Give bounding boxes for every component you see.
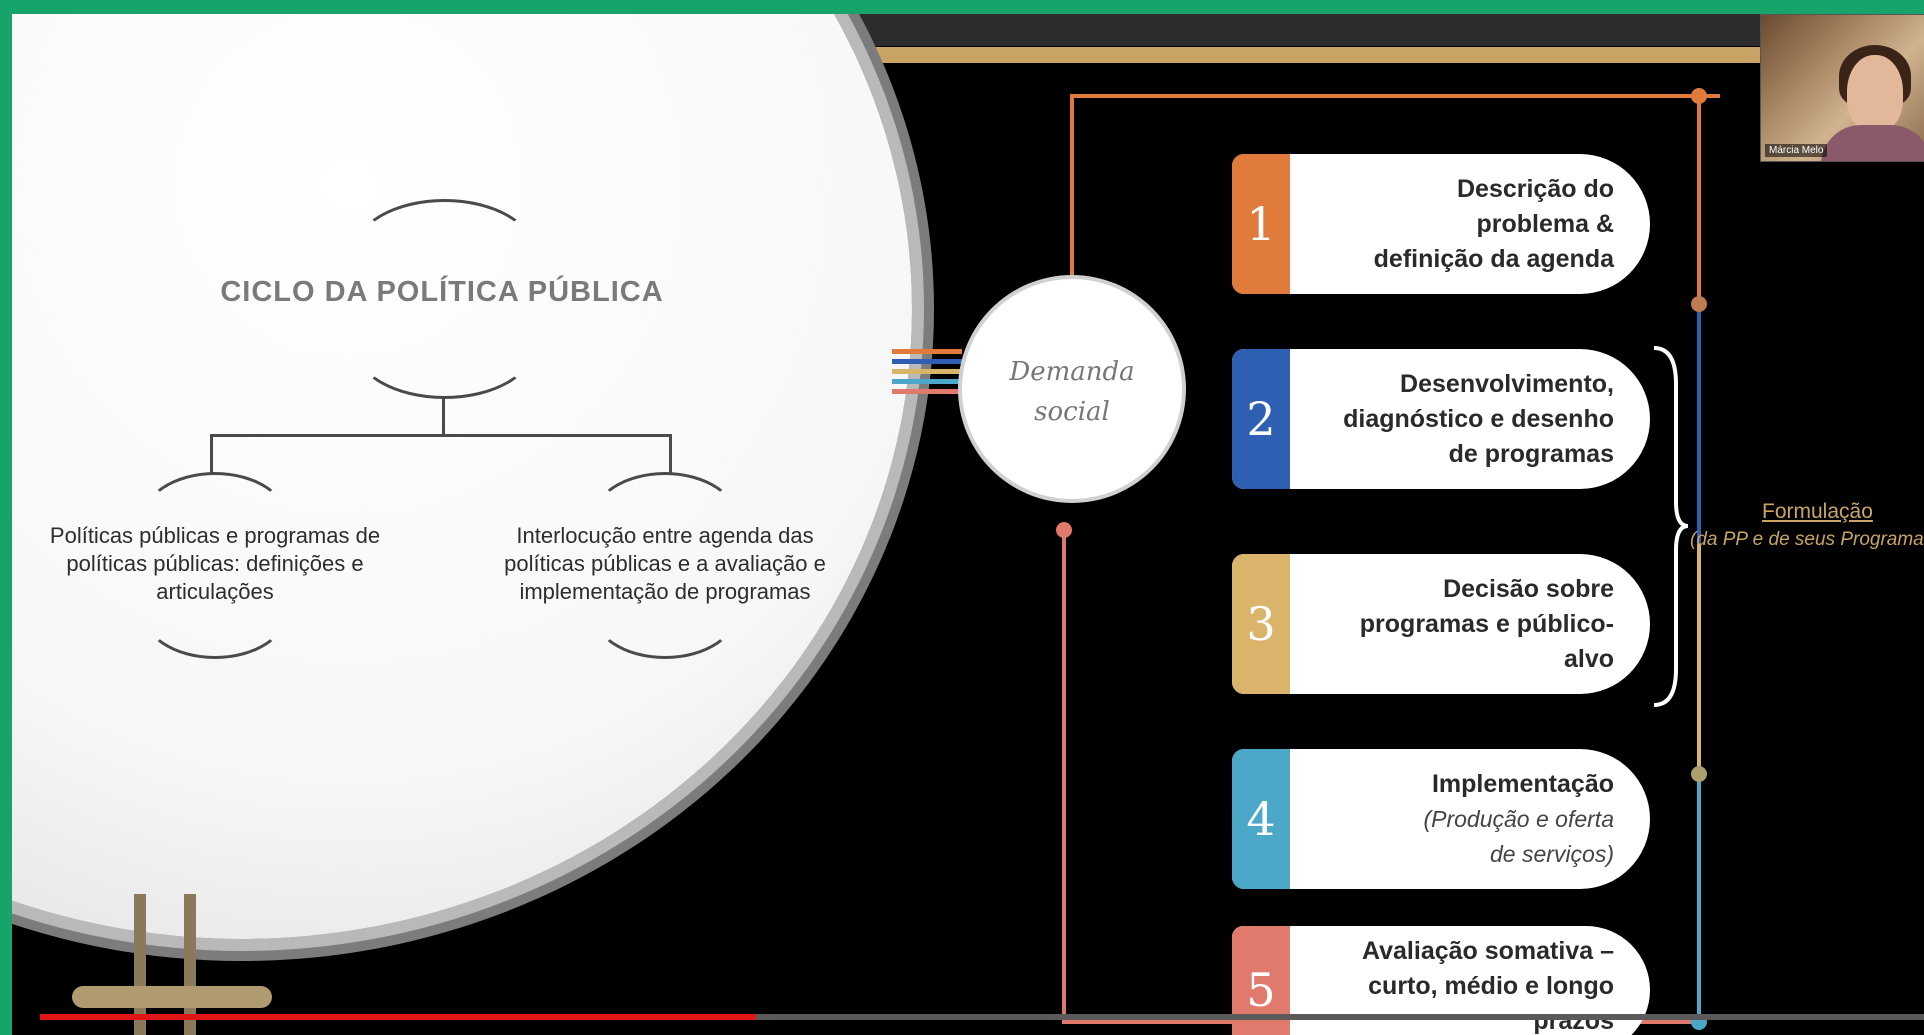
step-2-line-1: Desenvolvimento, <box>1400 369 1614 398</box>
step-5-line-3: prazos <box>1533 1007 1614 1035</box>
left-subtopic-arc-bottom <box>140 559 290 659</box>
tree-right-leg <box>669 434 672 474</box>
step-text-2: Desenvolvimento, diagnóstico e desenho d… <box>1304 349 1614 489</box>
step-number-3: 3 <box>1232 554 1290 694</box>
formulation-brace <box>1653 346 1689 707</box>
right-connector-teal <box>1697 774 1701 1024</box>
connector-dot-salmon <box>1056 522 1072 538</box>
step-text-1: Descrição do problema & definição da age… <box>1304 154 1614 294</box>
webcam-thumbnail[interactable]: Márcia Melo <box>1760 14 1924 162</box>
top-band <box>772 14 1772 46</box>
webcam-name-label: Márcia Melo <box>1765 144 1828 157</box>
step-number-4: 4 <box>1232 749 1290 889</box>
webcam-person-body <box>1821 125 1924 161</box>
tree-stem <box>442 396 445 436</box>
step-2-line-2: diagnóstico e desenho <box>1343 404 1614 433</box>
step-text-4: Implementação (Produção e oferta de serv… <box>1304 749 1614 889</box>
lamp-stand-decoration <box>72 894 272 1035</box>
tree-left-leg <box>210 434 213 474</box>
title-arc-bottom <box>352 289 537 399</box>
demand-line-1: Demanda <box>1009 357 1135 387</box>
step-3-line-2: programas e público- <box>1359 609 1614 638</box>
step-1-line-1: Descrição do <box>1456 174 1614 203</box>
step-card-4: 4 Implementação (Produção e oferta de se… <box>1232 749 1650 889</box>
right-connector-gold <box>1697 544 1701 774</box>
step-1-line-2: problema & <box>1476 209 1614 238</box>
step-5-line-2: curto, médio e longo <box>1368 972 1614 1000</box>
salmon-connector-vertical <box>1062 534 1066 1024</box>
step-card-2: 2 Desenvolvimento, diagnóstico e desenho… <box>1232 349 1650 489</box>
right-connector-blue <box>1697 304 1701 544</box>
step-1-line-3: definição da agenda <box>1373 244 1614 273</box>
gold-bar <box>772 47 1772 63</box>
step-number-1: 1 <box>1232 154 1290 294</box>
step-2-line-3: de programas <box>1448 439 1614 468</box>
step-text-3: Decisão sobre programas e público- alvo <box>1304 554 1614 694</box>
step-4-italic-line-1: (Produção e oferta <box>1423 805 1614 832</box>
step-number-2: 2 <box>1232 349 1290 489</box>
step-3-line-3: alvo <box>1563 644 1614 673</box>
orange-connector-vertical <box>1070 94 1074 284</box>
step-5-line-1: Avaliação somativa – <box>1362 937 1614 965</box>
step-4-italic-line-2: de serviços) <box>1490 840 1614 867</box>
demand-circle: Demanda social <box>962 279 1182 499</box>
step-3-line-1: Decisão sobre <box>1443 574 1614 603</box>
left-subtopic-arc-top <box>140 472 290 572</box>
demand-line-2: social <box>1034 397 1110 427</box>
right-subtopic-arc-bottom <box>590 559 740 659</box>
formulation-label: Formulação <box>1762 500 1873 523</box>
tree-bar <box>210 434 672 437</box>
step-4-line-1: Implementação <box>1431 769 1614 798</box>
connector-stripes <box>892 349 962 407</box>
video-stage: CICLO DA POLÍTICA PÚBLICA Políticas públ… <box>12 14 1924 1035</box>
right-subtopic-arc-top <box>590 472 740 572</box>
step-card-1: 1 Descrição do problema & definição da a… <box>1232 154 1650 294</box>
webcam-person-face <box>1847 55 1903 131</box>
connector-dot-orange <box>1691 88 1707 104</box>
step-text-5: Avaliação somativa – curto, médio e long… <box>1304 926 1614 1035</box>
orange-connector-horizontal <box>1070 94 1720 98</box>
main-circle <box>12 14 912 939</box>
demand-label: Demanda social <box>962 352 1182 432</box>
connector-dot-blue <box>1691 296 1707 312</box>
formulation-subtitle: (da PP e de seus Programas) <box>1690 529 1924 550</box>
connector-dot-gold <box>1691 766 1707 782</box>
right-connector-orange <box>1697 94 1701 304</box>
video-progress-bar[interactable] <box>40 1014 1924 1020</box>
video-progress-fill <box>40 1014 756 1020</box>
step-card-3: 3 Decisão sobre programas e público- alv… <box>1232 554 1650 694</box>
title-arc-top <box>352 199 537 309</box>
